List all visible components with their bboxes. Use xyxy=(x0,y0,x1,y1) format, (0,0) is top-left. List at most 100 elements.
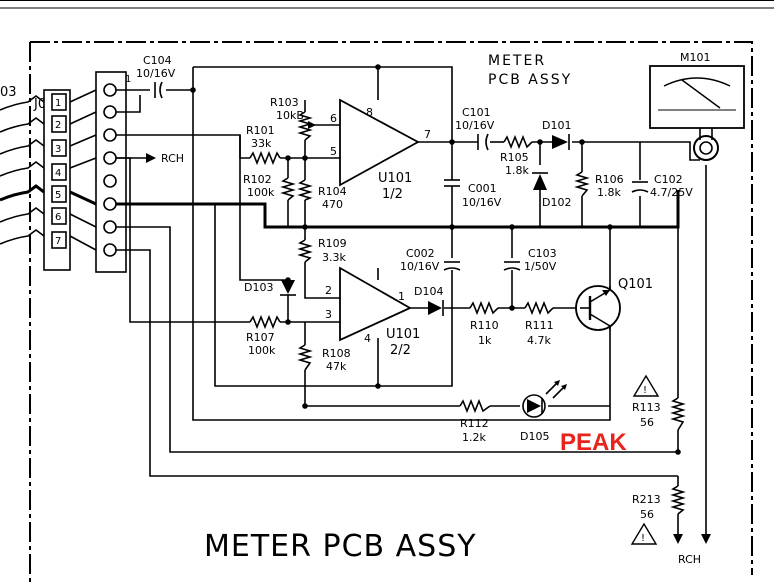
r113-warning-mark: ! xyxy=(643,385,647,396)
u101a-unit: 1/2 xyxy=(382,187,403,202)
connector-pin-3: 3 xyxy=(0,128,117,157)
r102-val: 100k xyxy=(247,186,275,199)
r109-val: 3.3k xyxy=(322,251,346,264)
meter-m101: M101 xyxy=(649,51,745,161)
d104-ref: D104 xyxy=(414,285,443,298)
d102-ref: D102 xyxy=(542,196,571,209)
c101-val: 10/16V xyxy=(455,119,495,132)
r113-ref: R113 xyxy=(632,401,661,414)
m101-ref: M101 xyxy=(680,51,711,64)
r213-val: 56 xyxy=(640,508,654,521)
u101b-unit: 2/2 xyxy=(390,343,411,358)
c103-val: 1/50V xyxy=(524,260,557,273)
pin-label-4: 4 xyxy=(55,168,61,179)
capacitor-c104: C104 10/16V xyxy=(136,54,176,99)
strip-pin1-label: 1 xyxy=(125,74,131,85)
connector-pin-7: 7 xyxy=(0,220,117,257)
r113-val: 56 xyxy=(640,416,654,429)
resistor-r107: R107 100k xyxy=(246,314,281,357)
u101b-ref: U101 xyxy=(386,327,420,342)
r108-val: 47k xyxy=(326,360,347,373)
potentiometer-r103: R103 10kB xyxy=(270,96,316,141)
r213-warning-mark: ! xyxy=(641,533,645,544)
peak-label: PEAK xyxy=(560,429,627,456)
resistor-r101: R101 33k xyxy=(246,124,281,166)
diode-d104: D104 xyxy=(414,285,444,316)
diode-d102: D102 xyxy=(532,172,571,209)
r105-val: 1.8k xyxy=(505,164,529,177)
rch-label: RCH xyxy=(161,152,184,165)
r106-ref: R106 xyxy=(595,173,624,186)
r111-val: 4.7k xyxy=(527,334,551,347)
u101a-pin-plus: 5 xyxy=(330,145,337,158)
wires xyxy=(116,66,707,525)
d103-ref: D103 xyxy=(244,281,273,294)
u101b-pin-plus: 3 xyxy=(325,308,332,321)
connector-pins: 1 2 3 4 5 6 xyxy=(0,74,131,257)
r101-val: 33k xyxy=(251,137,272,150)
c104-ref: C104 xyxy=(143,54,172,67)
r108-ref: R108 xyxy=(322,347,351,360)
r107-ref: R107 xyxy=(246,331,275,344)
c002-val: 10/16V xyxy=(400,260,440,273)
r101-ref: R101 xyxy=(246,124,275,137)
inner-title-line1: METER xyxy=(488,53,546,69)
resistor-r106: R106 1.8k xyxy=(574,171,624,199)
r109-ref: R109 xyxy=(318,237,347,250)
c104-val: 10/16V xyxy=(136,67,176,80)
diode-d103: D103 xyxy=(244,280,296,298)
r112-val: 1.2k xyxy=(462,431,486,444)
d101-ref: D101 xyxy=(542,119,571,132)
bottom-title: METER PCB ASSY xyxy=(204,529,477,564)
capacitor-c001: C001 10/16V xyxy=(444,179,502,209)
resistor-r105: R105 1.8k xyxy=(500,134,533,177)
connector-pin-2: 2 xyxy=(0,105,117,133)
r111-ref: R111 xyxy=(525,319,554,332)
r103-val: 10kB xyxy=(276,109,304,122)
r106-val: 1.8k xyxy=(597,186,621,199)
r110-val: 1k xyxy=(478,334,492,347)
resistor-r108: R108 47k xyxy=(297,344,351,373)
pin-label-7: 7 xyxy=(55,236,61,247)
connector-pin-5: 5 xyxy=(0,174,117,203)
connector-pin-1: 1 xyxy=(0,83,117,111)
r104-ref: R104 xyxy=(318,185,347,198)
u101a-ref: U101 xyxy=(378,171,412,186)
u101b-pin-minus: 2 xyxy=(325,284,332,297)
r103-ref: R103 xyxy=(270,96,299,109)
c001-ref: C001 xyxy=(468,182,497,195)
c001-val: 10/16V xyxy=(462,196,502,209)
pin-label-1: 1 xyxy=(55,98,61,109)
resistor-r111: R111 4.7k xyxy=(524,300,554,347)
junction-dots xyxy=(190,64,681,455)
connector-pin-4: 4 xyxy=(0,151,117,181)
rch-bottom-arrows: RCH xyxy=(673,520,711,566)
pin-label-5: 5 xyxy=(55,190,61,201)
rch-bottom-label: RCH xyxy=(678,553,701,566)
capacitor-c101: C101 10/16V xyxy=(455,106,495,151)
u101a-pin-vcc: 8 xyxy=(366,106,373,119)
resistor-r213: R213 56 ! xyxy=(630,485,686,545)
r112-ref: R112 xyxy=(460,417,489,430)
resistor-r109: R109 3.3k xyxy=(297,237,347,264)
r213-ref: R213 xyxy=(632,493,661,506)
led-d105: D105 xyxy=(520,380,567,443)
r107-val: 100k xyxy=(248,344,276,357)
r104-val: 470 xyxy=(322,198,343,211)
u101b-pin-out: 1 xyxy=(398,290,405,303)
pin-label-3: 3 xyxy=(55,144,61,155)
resistor-r112: R112 1.2k xyxy=(459,398,491,444)
capacitor-c002: C002 10/16V xyxy=(400,247,461,273)
pin-label-6: 6 xyxy=(55,212,61,223)
r110-ref: R110 xyxy=(470,319,499,332)
resistor-r102: R102 100k xyxy=(243,173,296,201)
resistor-r110: R110 1k xyxy=(469,300,499,347)
diode-d101: D101 xyxy=(542,119,571,150)
inner-title-line2: PCB ASSY xyxy=(488,72,572,88)
capacitor-c103: C103 1/50V xyxy=(503,247,557,273)
u101b-pin-gnd: 4 xyxy=(364,332,371,345)
c002-ref: C002 xyxy=(406,247,435,260)
c102-val: 4.7/25V xyxy=(650,186,693,199)
